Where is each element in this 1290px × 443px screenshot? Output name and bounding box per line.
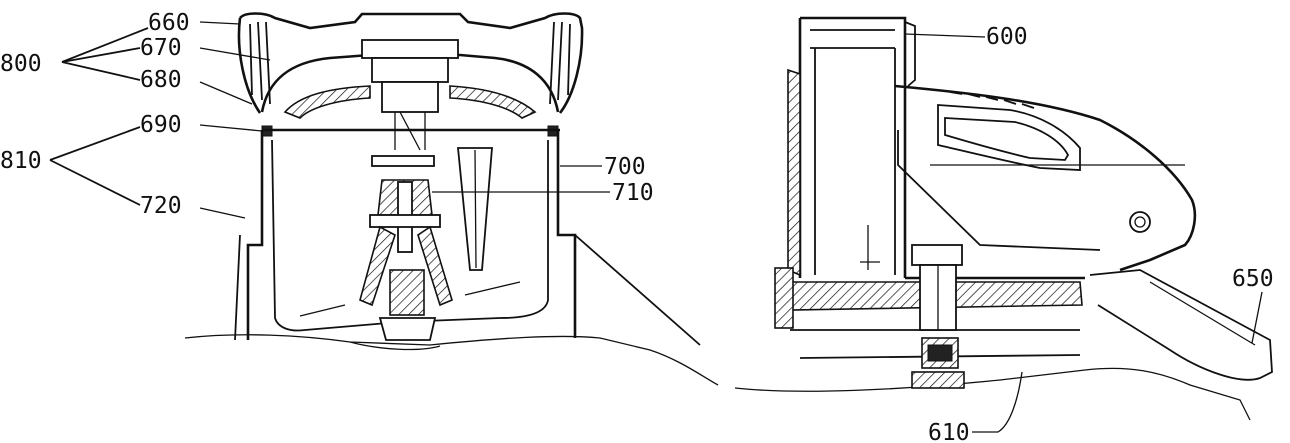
housing-ribs (949, 91, 1035, 109)
label-680: 680 (140, 67, 182, 93)
right-leaders (904, 33, 1263, 433)
label-670: 670 (140, 35, 182, 61)
right-figure-feed-tube-section: 600 650 610 (734, 16, 1274, 443)
label-700: 700 (604, 154, 646, 180)
label-660: 660 (148, 10, 190, 36)
label-720: 720 (140, 193, 182, 219)
label-800: 800 (0, 51, 42, 77)
left-leaders (49, 21, 610, 219)
lid-grip-ribs-left (249, 21, 271, 105)
label-650: 650 (1232, 266, 1274, 292)
label-610: 610 (928, 420, 970, 443)
lid-grip-ribs-right (549, 21, 571, 105)
label-710: 710 (612, 180, 654, 206)
left-figure-food-processor-section: 660 670 680 800 690 810 720 700 710 (0, 10, 719, 386)
label-600: 600 (986, 24, 1028, 50)
label-810: 810 (0, 148, 42, 174)
label-690: 690 (140, 112, 182, 138)
